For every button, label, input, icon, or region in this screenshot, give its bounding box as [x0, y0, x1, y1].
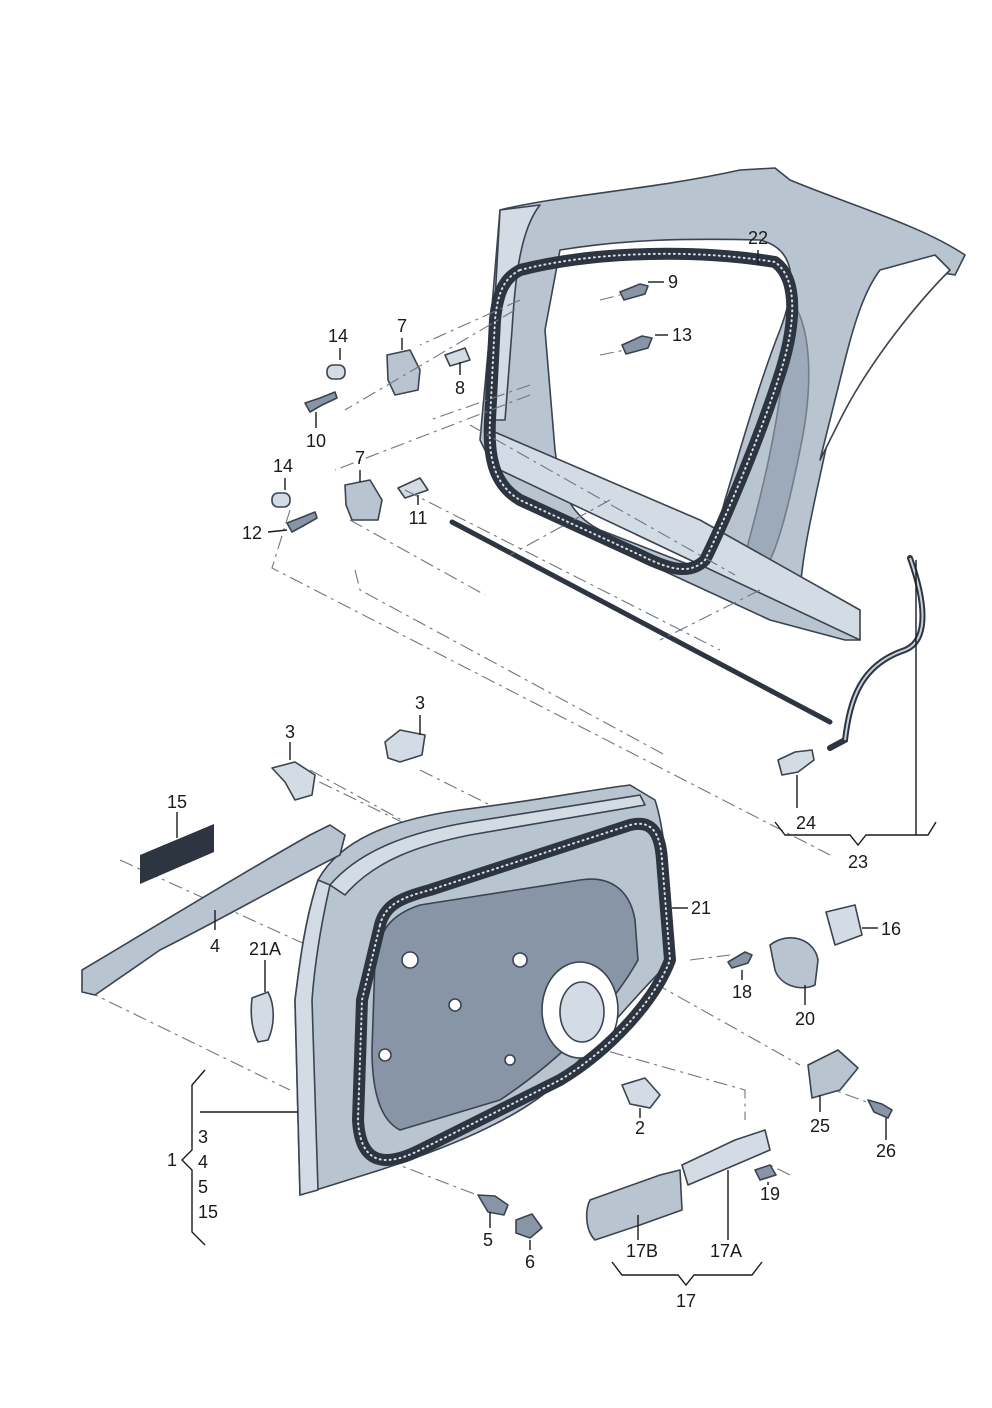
retainer-clip-a: [271, 761, 316, 801]
wheel-arch-trim-inner: [844, 557, 924, 741]
door-window-frame: [329, 794, 646, 896]
label-17B: 17B: [626, 1241, 658, 1261]
hinge-bolt-lower: [286, 511, 318, 533]
label-19: 19: [760, 1184, 780, 1204]
speaker-opening-inner: [559, 981, 605, 1043]
label-20: 20: [795, 1009, 815, 1029]
door-outer-edge: [294, 879, 331, 1196]
label-17: 17: [676, 1291, 696, 1311]
label-21A: 21A: [249, 939, 281, 959]
label-25: 25: [810, 1116, 830, 1136]
door-reinforcement-beam: [81, 824, 346, 996]
label-6: 6: [525, 1252, 535, 1272]
bolt-9: [619, 283, 649, 301]
bolt-19: [754, 1164, 777, 1181]
door-hole-a: [401, 951, 419, 969]
label-18: 18: [732, 982, 752, 1002]
label-24: 24: [796, 813, 816, 833]
label-11: 11: [409, 508, 428, 528]
sill-trim-strip: [449, 519, 833, 725]
bolt-13: [621, 335, 653, 355]
label-1-item-4: 4: [198, 1152, 208, 1172]
label-26: 26: [876, 1141, 896, 1161]
retainer-clip-b: [384, 729, 426, 763]
label-5: 5: [483, 1230, 493, 1250]
leader-lines: [176, 250, 937, 1287]
label-14-upper: 14: [328, 326, 348, 346]
door-hole-e: [504, 1054, 516, 1066]
label-3-left: 3: [285, 722, 295, 742]
cover-cap: [250, 991, 275, 1043]
door-inner-panel: [371, 878, 639, 1131]
label-10: 10: [306, 431, 326, 451]
hinge-bolt-upper: [304, 391, 338, 413]
label-9: 9: [668, 272, 678, 292]
lower-hinge-group: [271, 477, 429, 533]
bolt-26: [867, 1099, 893, 1119]
body-side-frame: [449, 167, 966, 751]
hinge-lower: [344, 479, 383, 521]
label-1-item-3: 3: [198, 1127, 208, 1147]
label-1: 1: [167, 1150, 177, 1170]
label-2: 2: [635, 1118, 645, 1138]
label-21: 21: [691, 898, 711, 918]
label-7-lower: 7: [355, 448, 365, 468]
label-1-item-5: 5: [198, 1177, 208, 1197]
label-23: 23: [848, 852, 868, 872]
label-3-right: 3: [415, 693, 425, 713]
grommet-20: [769, 936, 819, 989]
label-15: 15: [167, 792, 187, 812]
door-hole-c: [512, 952, 528, 968]
door-hole-b: [448, 998, 462, 1012]
label-1-item-15: 15: [198, 1202, 218, 1222]
insulation-pad: [140, 824, 214, 884]
wheel-arch-trim: [827, 555, 926, 751]
callout-labels: 22 9 13 14 7 8 10 14 7 11 12 3 3 15 4 21…: [167, 228, 901, 1311]
hinge-bush-upper: [326, 364, 346, 380]
clip-16: [825, 904, 863, 946]
label-16: 16: [881, 919, 901, 939]
label-7-upper: 7: [397, 316, 407, 336]
label-8: 8: [455, 378, 465, 398]
label-22: 22: [748, 228, 768, 248]
bolt-5: [477, 1194, 509, 1216]
assembly-lines: [84, 294, 876, 1201]
b-pillar-shade: [744, 299, 810, 561]
plug-2: [621, 1077, 661, 1109]
hinge-upper: [386, 349, 421, 396]
nut-6: [515, 1213, 543, 1239]
hinge-pin-lower: [397, 477, 429, 499]
label-14-lower: 14: [273, 456, 293, 476]
handle-17B: [585, 1169, 683, 1241]
rear-window-opening: [819, 254, 951, 461]
handle-carrier-17A: [681, 1129, 771, 1186]
bolt-18: [727, 951, 753, 969]
label-4: 4: [210, 936, 220, 956]
bumper-24: [777, 749, 815, 776]
door-frame-seal-texture: [488, 252, 794, 571]
label-17A: 17A: [710, 1241, 742, 1261]
hinge-bush-lower: [271, 492, 291, 508]
hinge-pin-upper: [444, 347, 471, 367]
door-hole-d: [378, 1048, 392, 1062]
label-13: 13: [672, 325, 692, 345]
label-12: 12: [242, 523, 262, 543]
door-assembly: [294, 784, 676, 1196]
door-seal-texture: [356, 822, 672, 1161]
check-strap-25: [807, 1049, 859, 1099]
upper-hinge-group: [304, 347, 471, 413]
